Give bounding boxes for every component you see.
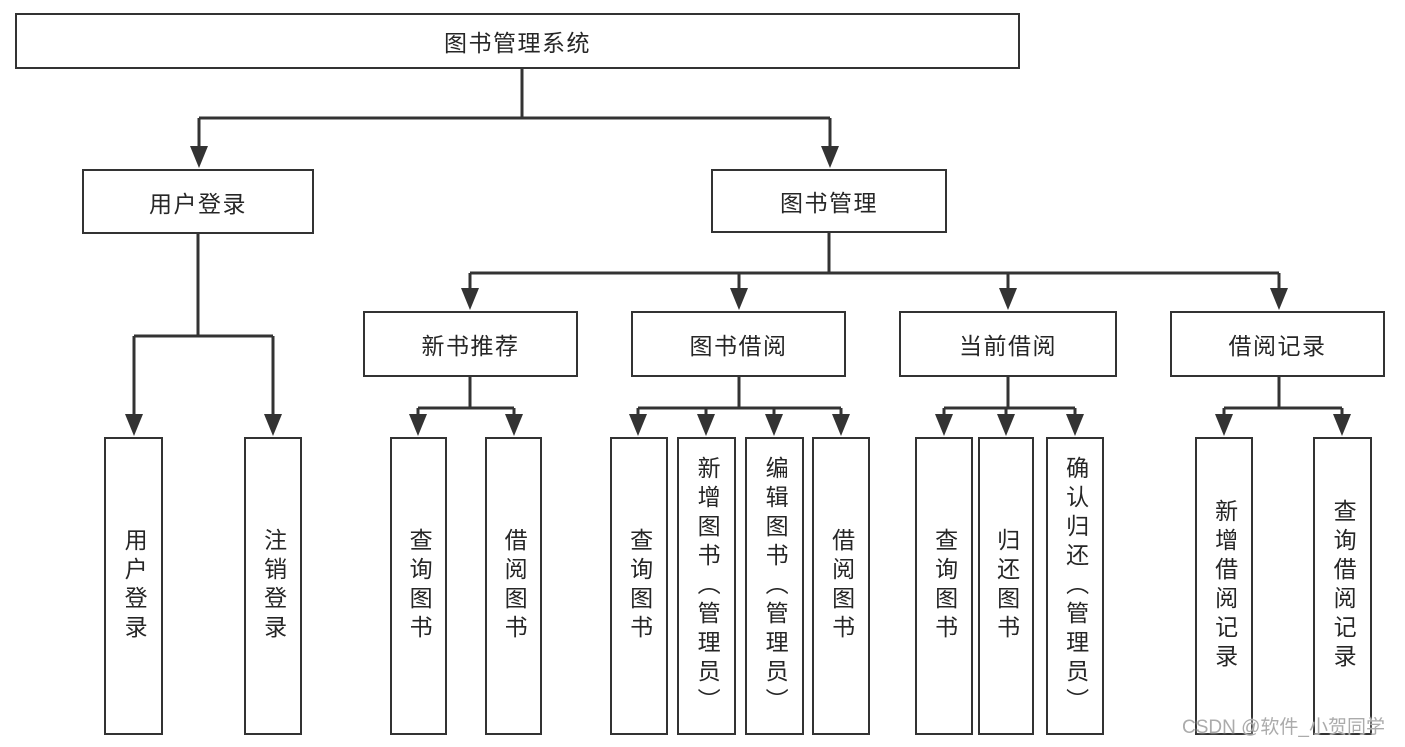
- edge-borrow-record-to-leaves: [1215, 377, 1351, 436]
- edge-book-mgmt-to-level3: [461, 233, 1288, 310]
- edge-user-login-to-leaves: [125, 234, 282, 436]
- node-label: 新增借阅记录: [1211, 499, 1238, 673]
- node-current-borrowing: 当前借阅: [899, 311, 1117, 377]
- leaf-user-login: 用户登录: [104, 437, 163, 735]
- node-label: 注销登录: [260, 528, 287, 644]
- edge-new-book-to-leaves: [409, 377, 523, 436]
- node-book-borrowing: 图书借阅: [631, 311, 846, 377]
- edge-root-to-level2: [190, 69, 839, 168]
- node-label: 编辑图书（管理员）: [762, 455, 789, 717]
- leaf-borrow-book: 借阅图书: [812, 437, 870, 735]
- node-label: 借阅记录: [1228, 333, 1327, 359]
- node-label: 新增图书（管理员）: [694, 455, 721, 717]
- leaf-confirm-return-admin: 确认归还（管理员）: [1046, 437, 1104, 735]
- leaf-return-book: 归还图书: [978, 437, 1034, 735]
- leaf-query-books-recommend: 查询图书: [390, 437, 447, 735]
- edge-current-borrow-to-leaves: [935, 377, 1084, 436]
- node-label: 借阅图书: [501, 528, 528, 644]
- leaf-add-borrow-record: 新增借阅记录: [1195, 437, 1253, 735]
- edge-book-borrow-to-leaves: [629, 377, 850, 436]
- node-label: 图书管理: [780, 190, 878, 216]
- leaf-query-books-current: 查询图书: [915, 437, 973, 735]
- node-root-system: 图书管理系统: [15, 13, 1020, 69]
- node-book-management-module: 图书管理: [711, 169, 947, 233]
- node-label: 查询图书: [626, 528, 653, 644]
- leaf-query-borrow-record: 查询借阅记录: [1313, 437, 1372, 735]
- node-label: 归还图书: [993, 528, 1020, 644]
- leaf-borrow-books-recommend: 借阅图书: [485, 437, 542, 735]
- node-new-book-recommend: 新书推荐: [363, 311, 578, 377]
- leaf-add-book-admin: 新增图书（管理员）: [677, 437, 736, 735]
- node-label: 用户登录: [149, 190, 247, 217]
- node-label: 当前借阅: [959, 333, 1057, 359]
- leaf-edit-book-admin: 编辑图书（管理员）: [745, 437, 804, 735]
- node-label: 确认归还（管理员）: [1062, 455, 1089, 717]
- node-label: 新书推荐: [421, 333, 520, 359]
- node-label: 借阅图书: [828, 528, 855, 644]
- node-label: 图书管理系统: [444, 30, 591, 56]
- csdn-watermark: CSDN @软件_小贺同学: [1182, 717, 1385, 738]
- node-label: 查询图书: [931, 528, 958, 644]
- node-borrowing-records: 借阅记录: [1170, 311, 1385, 377]
- leaf-query-books-borrow: 查询图书: [610, 437, 668, 735]
- node-label: 查询图书: [406, 528, 433, 644]
- node-label: 用户登录: [121, 528, 148, 644]
- node-label: 查询借阅记录: [1330, 499, 1357, 673]
- leaf-logout: 注销登录: [244, 437, 302, 735]
- node-user-login-module: 用户登录: [82, 169, 314, 234]
- node-label: 图书借阅: [689, 333, 788, 359]
